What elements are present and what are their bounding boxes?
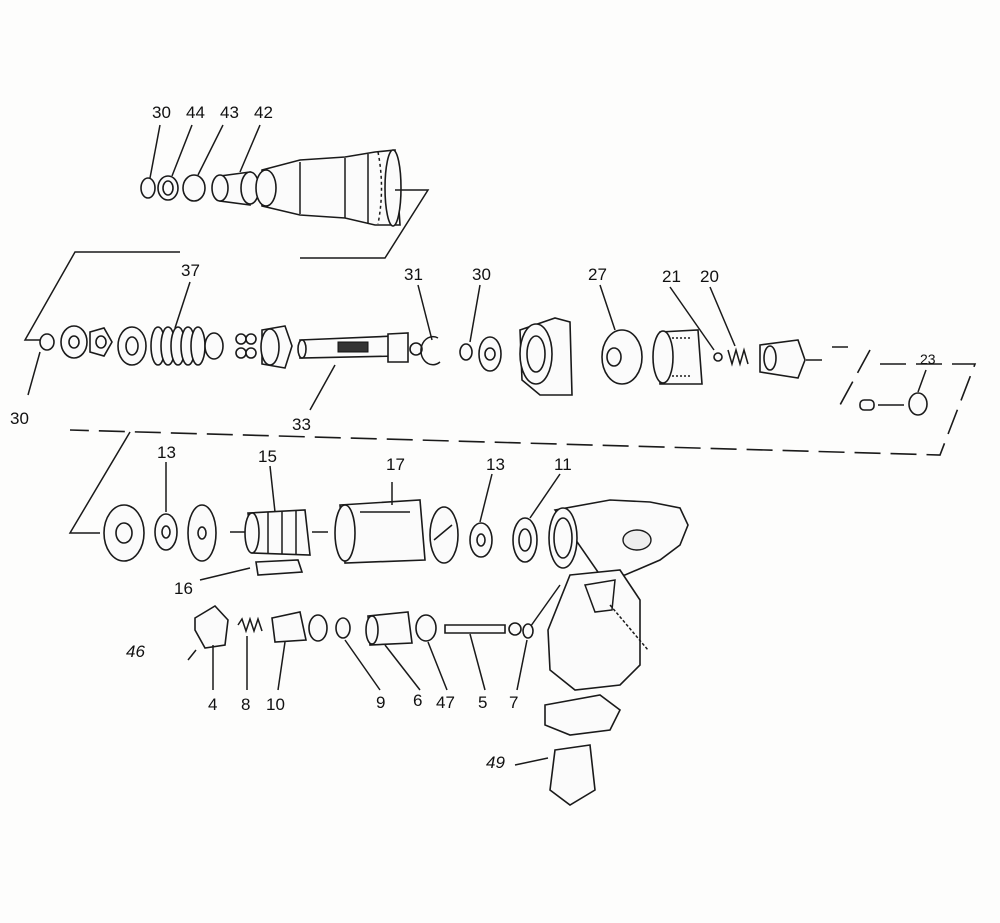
label-44: 44 — [186, 103, 205, 122]
label-13-left: 13 — [157, 443, 176, 462]
label-6: 6 — [413, 691, 422, 710]
part-30-left-ring — [39, 333, 55, 351]
part-21-ball — [713, 352, 723, 362]
part-8-spring — [237, 616, 263, 634]
part-37-spring — [150, 326, 206, 366]
label-21: 21 — [662, 267, 681, 286]
part-30-top-ring — [140, 177, 156, 199]
label-11: 11 — [554, 455, 572, 474]
part-43-ring — [182, 174, 206, 202]
label-20: 20 — [700, 267, 719, 286]
label-8: 8 — [241, 695, 250, 714]
front-housing — [261, 149, 401, 226]
label-7: 7 — [509, 693, 518, 712]
part-10-valve — [271, 611, 307, 643]
label-17: 17 — [386, 455, 405, 474]
part-20-spring — [727, 347, 749, 367]
label-30-top: 30 — [152, 103, 171, 122]
part-5-stem — [444, 624, 506, 634]
valve-group — [187, 604, 622, 806]
label-49: 49 — [486, 753, 505, 772]
handle — [547, 569, 641, 691]
base-cover — [544, 694, 622, 736]
part-23-socket — [908, 392, 928, 416]
part-16-vane — [255, 559, 304, 576]
label-33: 33 — [292, 415, 311, 434]
part-27-bearing — [601, 329, 643, 385]
small-pin — [859, 399, 875, 411]
label-16: 16 — [174, 579, 193, 598]
label-5: 5 — [478, 693, 487, 712]
label-47: 47 — [436, 693, 455, 712]
label-4: 4 — [208, 695, 217, 714]
label-15: 15 — [258, 447, 277, 466]
part-30-mid-ring — [459, 343, 473, 361]
clutch-shaft-group — [23, 251, 977, 456]
front-plate — [429, 506, 459, 564]
part-labels: 30 44 43 42 37 31 30 27 21 20 23 30 33 1… — [10, 103, 936, 772]
label-43: 43 — [220, 103, 239, 122]
part-7-ring — [522, 623, 534, 639]
label-31: 31 — [404, 265, 423, 284]
leader-lines — [27, 124, 736, 691]
motor-group — [68, 431, 689, 691]
label-30-left: 30 — [10, 409, 29, 428]
label-10: 10 — [266, 695, 285, 714]
washer — [204, 332, 224, 360]
label-46: 46 — [126, 642, 145, 661]
label-37: 37 — [181, 261, 200, 280]
label-9: 9 — [376, 693, 385, 712]
label-23: 23 — [920, 351, 936, 367]
front-housing-group — [140, 149, 430, 259]
air-inlet — [549, 744, 596, 806]
label-13-right: 13 — [486, 455, 505, 474]
part-47-ring — [415, 614, 437, 642]
label-42: 42 — [254, 103, 273, 122]
part-4-trigger — [194, 604, 229, 649]
label-30-mid: 30 — [472, 265, 491, 284]
label-27: 27 — [588, 265, 607, 284]
part-31-snap-ring — [420, 335, 441, 366]
part-9-ring — [335, 617, 351, 639]
